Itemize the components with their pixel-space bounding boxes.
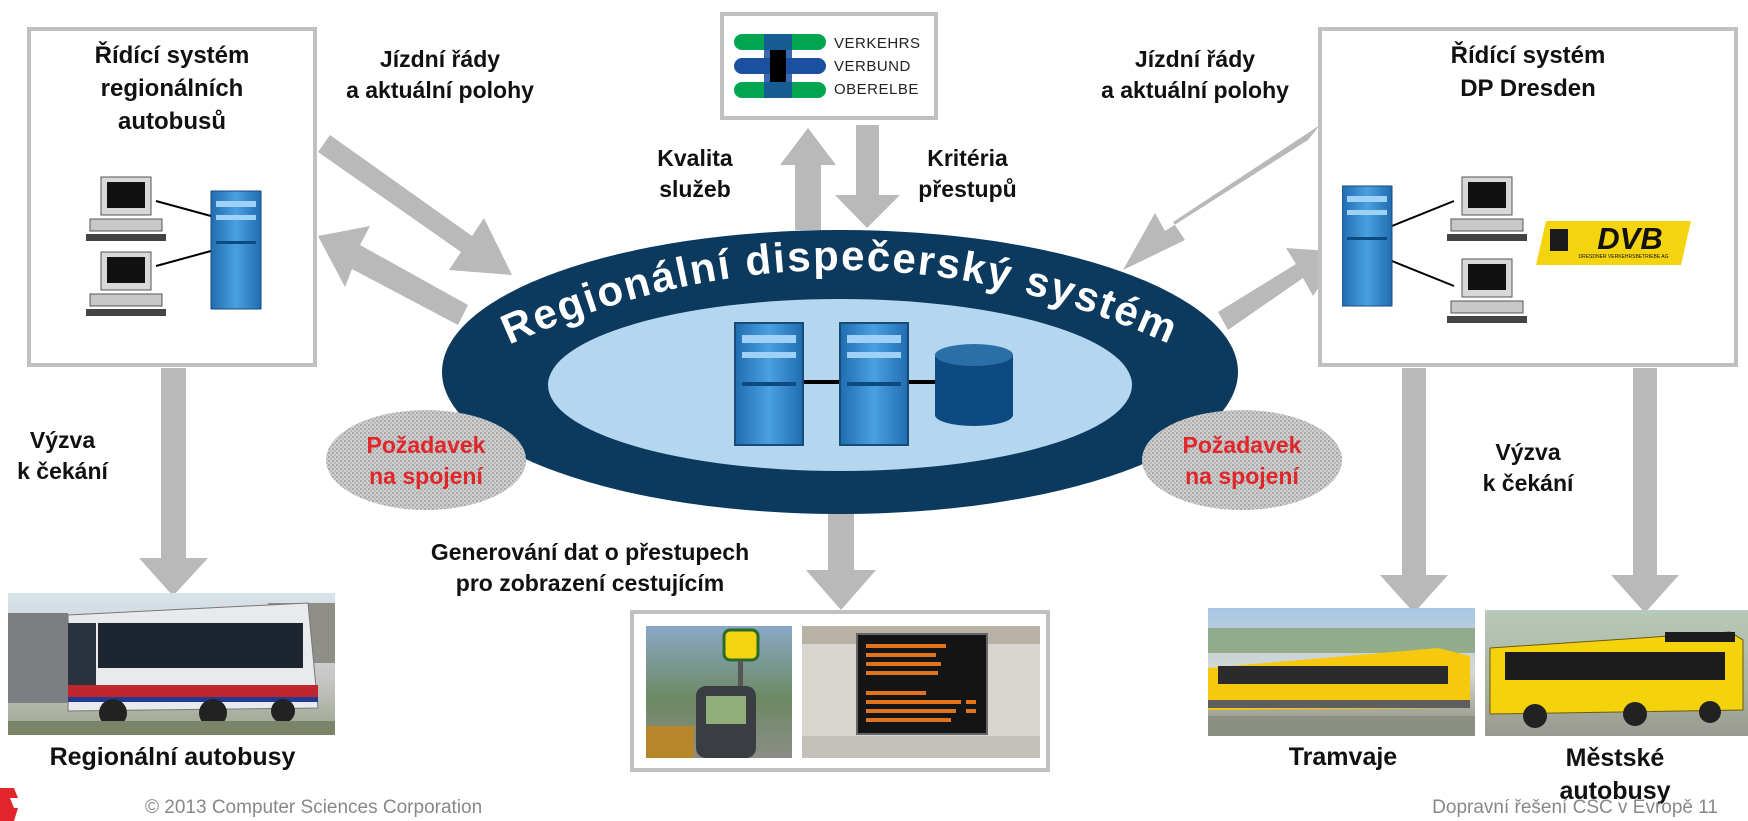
right-computers-icon [1342, 176, 1527, 323]
regional-bus-photo [8, 593, 335, 735]
label-timetable-right: Jízdní řády a aktuální polohy [1075, 44, 1315, 106]
arrow-vvo-to-center [835, 125, 900, 228]
handheld-display-photo [646, 626, 792, 758]
tram-photo [1208, 608, 1475, 736]
arrow-center-to-info [806, 500, 876, 610]
label-request-left-line2: na spojení [369, 463, 483, 489]
arrow-right-to-citybuses [1611, 368, 1679, 613]
database-icon [935, 344, 1013, 426]
vvo-line2: VERBUND [834, 58, 911, 75]
label-wait-left: Výzva k čekání [0, 425, 125, 487]
right-system-title-line1: Řídící systém [1450, 42, 1606, 69]
arrow-left-to-center [318, 135, 512, 275]
arrow-right-to-center [1123, 125, 1320, 270]
left-system-title-line1: Řídící systém [94, 42, 250, 69]
arrow-right-to-trams [1380, 368, 1448, 613]
dvb-logo: DVB DRESDNER VERKEHRSBETRIEBE AG [1536, 219, 1691, 267]
label-request-left-line1: Požadavek [366, 432, 486, 458]
label-request-right-line2: na spojení [1185, 463, 1299, 489]
label-wait-right-line1: Výzva [1495, 439, 1561, 465]
label-criteria-line2: přestupů [918, 176, 1017, 202]
left-computers-icon [86, 176, 262, 316]
label-generation-line1: Generování dat o přestupech [430, 539, 750, 565]
dvb-logo-subtext: DRESDNER VERKEHRSBETRIEBE AG [1578, 254, 1669, 260]
label-timetable-left-line2: a aktuální polohy [346, 77, 534, 103]
caption-city-buses: Městské autobusy [1525, 742, 1705, 808]
label-criteria: Kritéria přestupů [900, 143, 1035, 205]
label-wait-left-line1: Výzva [29, 427, 96, 453]
regional-bus-illustration [8, 602, 335, 735]
left-system-title-line2: regionálních [100, 75, 244, 102]
vvo-logo-text: VERKEHRS VERBUND OBERELBE [834, 32, 934, 101]
label-wait-right-line2: k čekání [1482, 470, 1574, 496]
label-wait-right: Výzva k čekání [1458, 437, 1598, 499]
caption-city-buses-line2: autobusy [1559, 777, 1671, 805]
tram-illustration [1208, 628, 1475, 736]
label-quality-line2: služeb [659, 176, 731, 202]
label-timetable-left-line1: Jízdní řády [379, 46, 501, 72]
flow-arrows [139, 125, 1679, 613]
label-timetable-left: Jízdní řády a aktuální polohy [320, 44, 560, 106]
arrow-left-to-buses [139, 368, 208, 596]
departure-board-illustration [802, 626, 1040, 758]
footer-page: Dopravní řešení CSC v Evropě 11 [1432, 797, 1718, 818]
caption-city-buses-line1: Městské [1565, 744, 1665, 772]
vvo-line3: OBERELBE [834, 81, 919, 98]
server-icon [1342, 185, 1393, 307]
label-generation-line2: pro zobrazení cestujícím [455, 570, 725, 596]
caption-regional-buses: Regionální autobusy [49, 743, 296, 771]
vvo-logo-mark [734, 34, 826, 98]
label-request-left: Požadavek na spojení [350, 430, 502, 492]
label-timetable-right-line2: a aktuální polohy [1101, 77, 1289, 103]
csc-logo-icon [0, 788, 18, 821]
request-bubble-right [1142, 410, 1342, 510]
desktop-computer-icon [1447, 176, 1527, 241]
server-icon [210, 190, 262, 310]
passenger-info-box [630, 610, 1050, 772]
vvo-box: VERKEHRS VERBUND OBERELBE [720, 12, 938, 120]
label-timetable-right-line1: Jízdní řády [1134, 46, 1256, 72]
request-bubble-left [326, 410, 526, 510]
label-request-right-line1: Požadavek [1182, 432, 1302, 458]
label-criteria-line1: Kritéria [927, 145, 1008, 171]
desktop-computer-icon [86, 176, 166, 241]
label-generation: Generování dat o přestupech pro zobrazen… [400, 537, 780, 599]
left-system-title-line3: autobusů [118, 108, 226, 135]
left-system-title: Řídící systém regionálních autobusů [31, 39, 313, 138]
arrow-center-to-vvo [780, 128, 836, 230]
footer-copyright: © 2013 Computer Sciences Corporation [145, 797, 483, 818]
right-system-box: Řídící systém DP Dresden DVB [1318, 27, 1738, 367]
left-system-box: Řídící systém regionálních autobusů [27, 27, 317, 367]
label-request-right: Požadavek na spojení [1166, 430, 1318, 492]
label-wait-left-line2: k čekání [17, 458, 108, 484]
desktop-computer-icon [1447, 258, 1527, 323]
right-system-title-line2: DP Dresden [1460, 75, 1596, 102]
city-bus-illustration [1489, 631, 1744, 728]
departure-board-photo [802, 626, 1040, 758]
arrow-center-to-left [318, 226, 468, 325]
label-quality-line1: Kvalita [657, 145, 733, 171]
dvb-logo-shape [1536, 221, 1691, 265]
arrow-center-to-right [1218, 248, 1343, 330]
handheld-illustration [646, 628, 760, 758]
vvo-line1: VERKEHRS [834, 35, 921, 52]
central-server-group [734, 322, 1013, 446]
label-quality: Kvalita služeb [635, 143, 755, 205]
dvb-logo-text: DVB [1597, 221, 1663, 256]
city-bus-photo [1485, 610, 1748, 736]
right-system-title: Řídící systém DP Dresden [1322, 39, 1734, 105]
caption-trams: Tramvaje [1288, 743, 1398, 771]
desktop-computer-icon [86, 251, 166, 316]
